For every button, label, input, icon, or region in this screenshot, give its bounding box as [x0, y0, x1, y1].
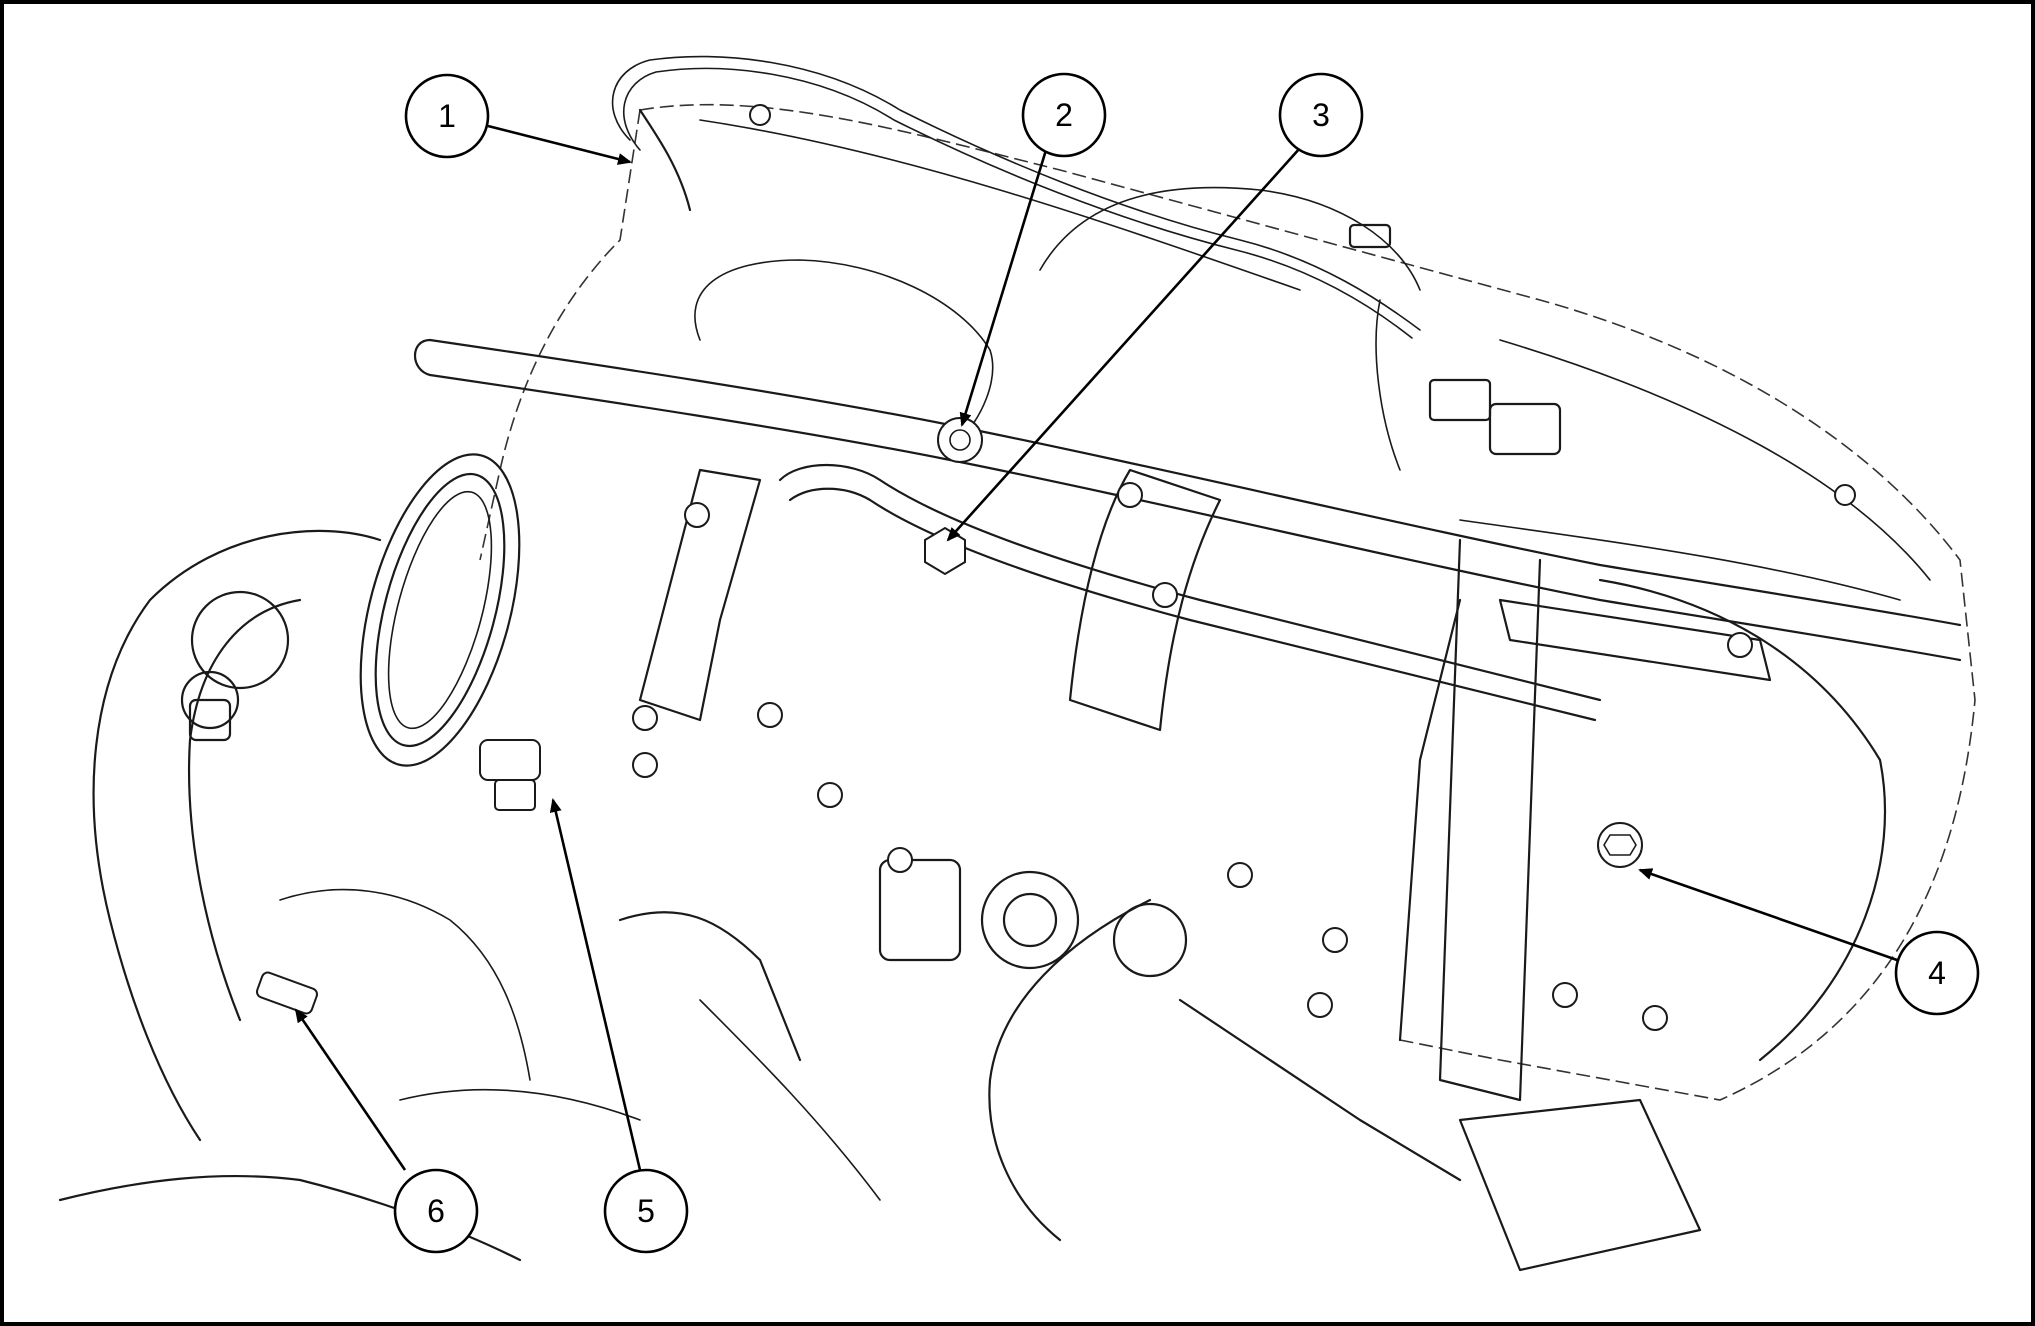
- callout-2: 2: [1021, 72, 1107, 158]
- leader-3: [946, 147, 1301, 542]
- callout-1: 1: [404, 73, 490, 159]
- fitting-tube-nut: [924, 526, 966, 576]
- mounting-straps: [638, 468, 1772, 1042]
- callout-label: 6: [427, 1193, 445, 1229]
- callout-label: 3: [1312, 97, 1330, 133]
- turbo-intake-elbow: [92, 453, 521, 1142]
- aftertreatment-canister: [479, 103, 1976, 1102]
- engine-components: [58, 858, 1702, 1272]
- fitting-exhaust-sensor: [479, 739, 541, 811]
- fitting-temp-sensor: [1597, 822, 1643, 868]
- leader-5: [549, 798, 642, 1171]
- callout-label: 1: [438, 98, 456, 134]
- callout-5: 5: [603, 1168, 689, 1254]
- fitting-hose-clamp: [255, 971, 319, 1015]
- callout-label: 4: [1928, 955, 1946, 991]
- leader-4: [1638, 868, 1898, 962]
- callout-6: 6: [393, 1168, 479, 1254]
- bolt-heads: [632, 104, 1856, 1031]
- leader-lines: [294, 124, 1898, 1171]
- leader-2: [959, 149, 1048, 427]
- dpf-pressure-tube: [414, 338, 1962, 722]
- callout-label: 2: [1055, 97, 1073, 133]
- sensor-wire-harness: [611, 55, 1562, 471]
- callout-4: 4: [1894, 930, 1980, 1016]
- leader-1: [487, 124, 632, 165]
- fitting-pressure-sensor: [937, 417, 983, 463]
- callout-3: 3: [1278, 72, 1364, 158]
- leader-6: [294, 1008, 407, 1171]
- callout-label: 5: [637, 1193, 655, 1229]
